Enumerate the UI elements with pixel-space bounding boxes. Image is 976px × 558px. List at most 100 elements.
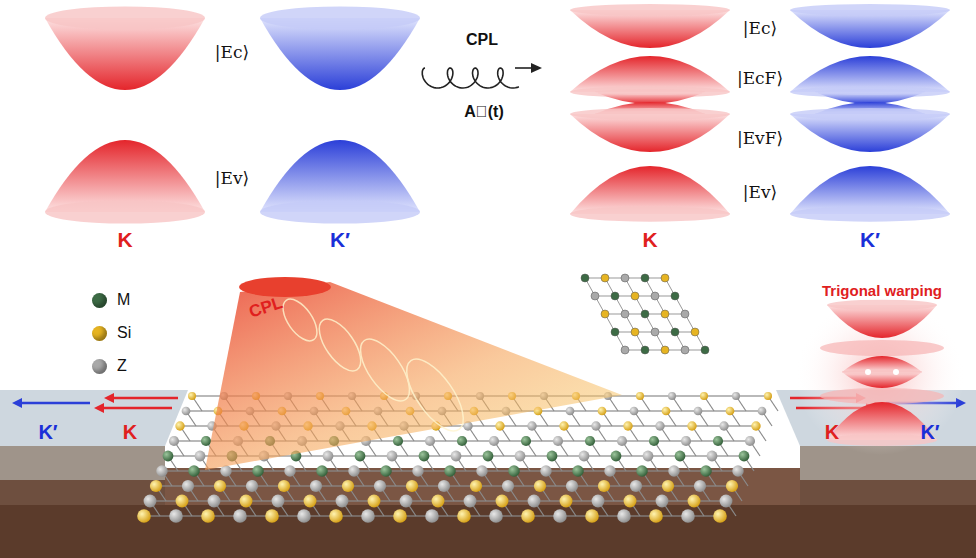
atom	[636, 465, 648, 477]
band-rim	[790, 108, 950, 120]
bond	[468, 425, 500, 426]
atom	[560, 495, 573, 508]
bond	[180, 425, 212, 426]
wave-spiral	[422, 68, 519, 88]
legend-row: Si	[92, 324, 131, 342]
lattice-inset	[581, 274, 709, 354]
atom	[713, 436, 723, 446]
atom	[323, 451, 334, 462]
atom	[489, 509, 503, 523]
atom	[553, 436, 563, 446]
beam-source	[239, 277, 331, 297]
arrowhead	[531, 63, 542, 73]
atom	[278, 480, 290, 492]
valley-label: K	[123, 421, 137, 443]
atom	[169, 436, 179, 446]
bond	[564, 425, 596, 426]
band-rim	[570, 206, 730, 221]
atom	[214, 480, 226, 492]
atom	[661, 310, 669, 318]
atom	[220, 465, 232, 477]
atom	[393, 509, 407, 523]
atom	[252, 465, 264, 477]
atom	[655, 421, 664, 430]
band-disc	[820, 340, 944, 356]
atom	[651, 328, 659, 336]
atom	[406, 480, 418, 492]
legend-swatch	[92, 326, 107, 341]
atom	[470, 480, 482, 492]
atom	[631, 292, 639, 300]
atom	[661, 346, 669, 354]
atom	[566, 407, 575, 416]
atom	[681, 509, 695, 523]
bond	[666, 410, 698, 411]
atom	[425, 509, 439, 523]
atom	[751, 421, 760, 430]
atom	[617, 509, 631, 523]
atom	[611, 328, 619, 336]
atom	[419, 451, 430, 462]
atom	[623, 421, 632, 430]
bond	[660, 425, 692, 426]
atom	[374, 480, 386, 492]
atom	[496, 495, 509, 508]
valley-label: K′	[920, 421, 939, 443]
bond	[570, 410, 602, 411]
atom	[150, 480, 162, 492]
atom	[675, 451, 686, 462]
atom	[265, 509, 279, 523]
valley-label: K	[642, 228, 657, 251]
atom	[144, 495, 157, 508]
band-rim	[595, 89, 705, 95]
bond	[532, 425, 564, 426]
band-rim	[570, 4, 730, 16]
atom	[137, 509, 151, 523]
atom	[208, 495, 221, 508]
atom	[630, 480, 642, 492]
atom	[671, 292, 679, 300]
band-disc	[820, 388, 944, 404]
atom	[649, 436, 659, 446]
atom	[624, 495, 637, 508]
ket-label: |Ev⟩	[743, 183, 777, 202]
atom	[621, 310, 629, 318]
atom	[681, 436, 691, 446]
atom	[201, 436, 211, 446]
atom	[726, 407, 735, 416]
atom	[581, 274, 589, 282]
atom	[547, 451, 558, 462]
atom	[681, 346, 689, 354]
atom	[598, 407, 607, 416]
atom	[425, 436, 435, 446]
atom	[361, 509, 375, 523]
band-structures	[45, 4, 950, 224]
atom	[457, 436, 467, 446]
valley-label: K	[825, 421, 839, 443]
bond	[672, 395, 704, 396]
atom	[310, 480, 322, 492]
atom	[732, 392, 740, 400]
left-electrode-base	[0, 480, 165, 505]
trigonal-warping-cones	[820, 300, 944, 446]
atom	[726, 480, 738, 492]
ket-label: |Ev⟩	[215, 169, 249, 188]
atom	[688, 495, 701, 508]
atom	[540, 465, 552, 477]
atom	[617, 436, 627, 446]
atom	[572, 465, 584, 477]
atom	[601, 310, 609, 318]
atom	[483, 451, 494, 462]
atom	[521, 509, 535, 523]
atom	[621, 274, 629, 282]
band-rim	[842, 369, 922, 375]
bond	[730, 410, 762, 411]
atom	[687, 421, 696, 430]
effect-label: Trigonal warping	[822, 283, 942, 300]
atom	[336, 495, 349, 508]
valley-label: K′	[860, 228, 880, 251]
atom	[176, 495, 189, 508]
warping-glow	[795, 295, 965, 455]
